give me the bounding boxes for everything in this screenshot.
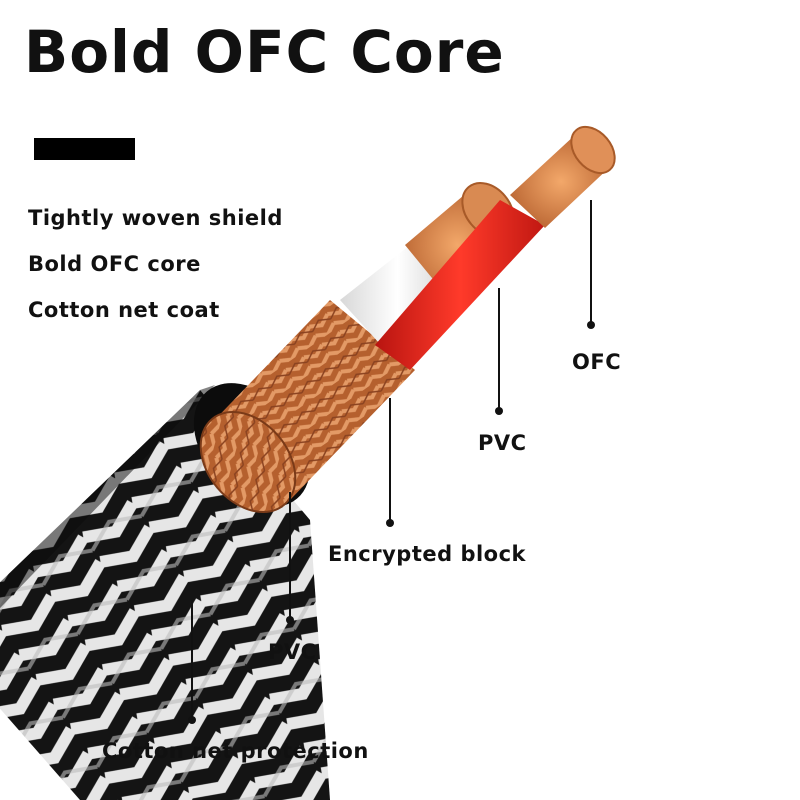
leader-line-pvc-inner [498, 288, 500, 411]
leader-dot-encrypted-block [386, 519, 394, 527]
leader-dot-cotton-net-protection [188, 716, 196, 724]
page-title: Bold OFC Core [24, 18, 505, 86]
feature-bold-ofc-core: Bold OFC core [28, 252, 201, 276]
leader-line-cotton-net-protection [191, 600, 193, 720]
feature-cotton-net-coat: Cotton net coat [28, 298, 220, 322]
leader-dot-pvc-outer [286, 616, 294, 624]
label-ofc: OFC [572, 350, 622, 374]
leader-line-ofc [590, 200, 592, 325]
label-pvc-outer: PVC [268, 640, 317, 664]
leader-line-pvc-outer [289, 492, 291, 620]
label-cotton-net-protection: Cotton net protection [102, 739, 369, 763]
title-underline-bar [34, 138, 135, 160]
label-encrypted-block: Encrypted block [328, 542, 527, 566]
red-insulated-wire [375, 125, 616, 370]
leader-line-encrypted-block [389, 398, 391, 523]
label-pvc-inner: PVC [478, 431, 527, 455]
leader-dot-pvc-inner [495, 407, 503, 415]
copper-woven-shield [199, 300, 415, 514]
leader-dot-ofc [587, 321, 595, 329]
feature-tightly-woven-shield: Tightly woven shield [28, 206, 283, 230]
